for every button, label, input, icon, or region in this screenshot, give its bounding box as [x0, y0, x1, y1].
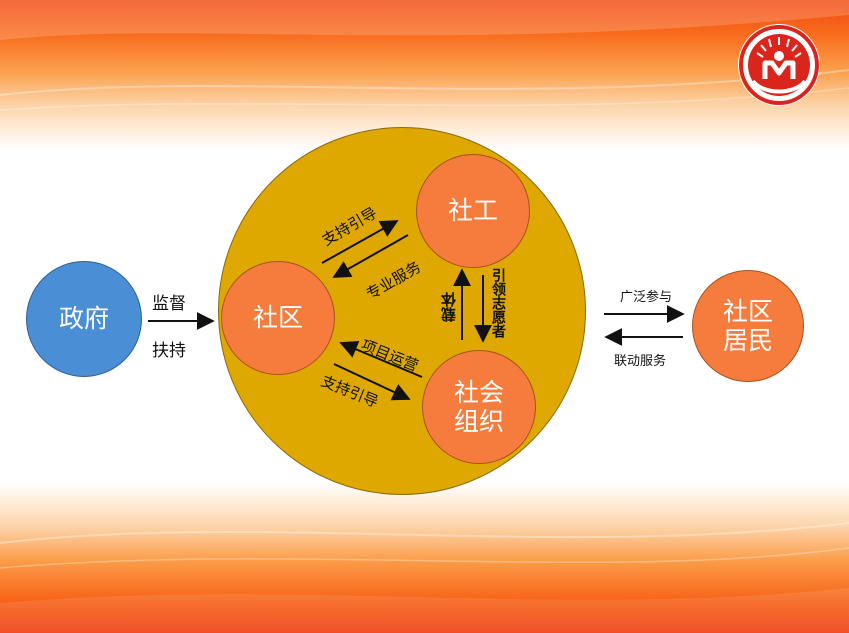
- worker-to-community-arrow: [332, 234, 409, 278]
- carrier-label: 载体: [440, 292, 458, 322]
- support-label: 扶持: [152, 341, 186, 361]
- top-gradient-band: [0, 0, 849, 150]
- organization-to-community-arrow: [339, 340, 423, 378]
- bottom-gradient-band: [0, 483, 849, 633]
- social-organization-label-line1: 社会: [453, 377, 504, 407]
- government-node: 政府: [26, 261, 142, 377]
- social-organization-node: 社会 组织: [422, 350, 536, 464]
- social-worker-node: 社工: [416, 154, 530, 268]
- social-work-emblem-icon: [738, 24, 820, 106]
- community-to-organization-arrow: [333, 363, 411, 401]
- social-worker-label: 社工: [447, 196, 498, 226]
- community-residents-label-line2: 居民: [722, 326, 773, 355]
- community-label: 社区: [252, 303, 303, 333]
- community-residents-node: 社区 居民: [692, 270, 804, 382]
- lead-volunteers-label: 引领志愿者: [490, 268, 506, 338]
- community-residents-label-line1: 社区: [722, 296, 773, 326]
- community-to-worker-arrow: [321, 220, 399, 264]
- supervise-label: 监督: [152, 294, 186, 314]
- community-node: 社区: [221, 261, 335, 375]
- linked-service-label: 联动服务: [614, 354, 667, 369]
- broad-participation-label: 广泛参与: [620, 290, 673, 305]
- government-label: 政府: [58, 304, 109, 334]
- social-organization-label-line2: 组织: [453, 407, 504, 436]
- bottom-wave-decoration: [0, 522, 849, 633]
- top-wave-decoration: [0, 0, 849, 111]
